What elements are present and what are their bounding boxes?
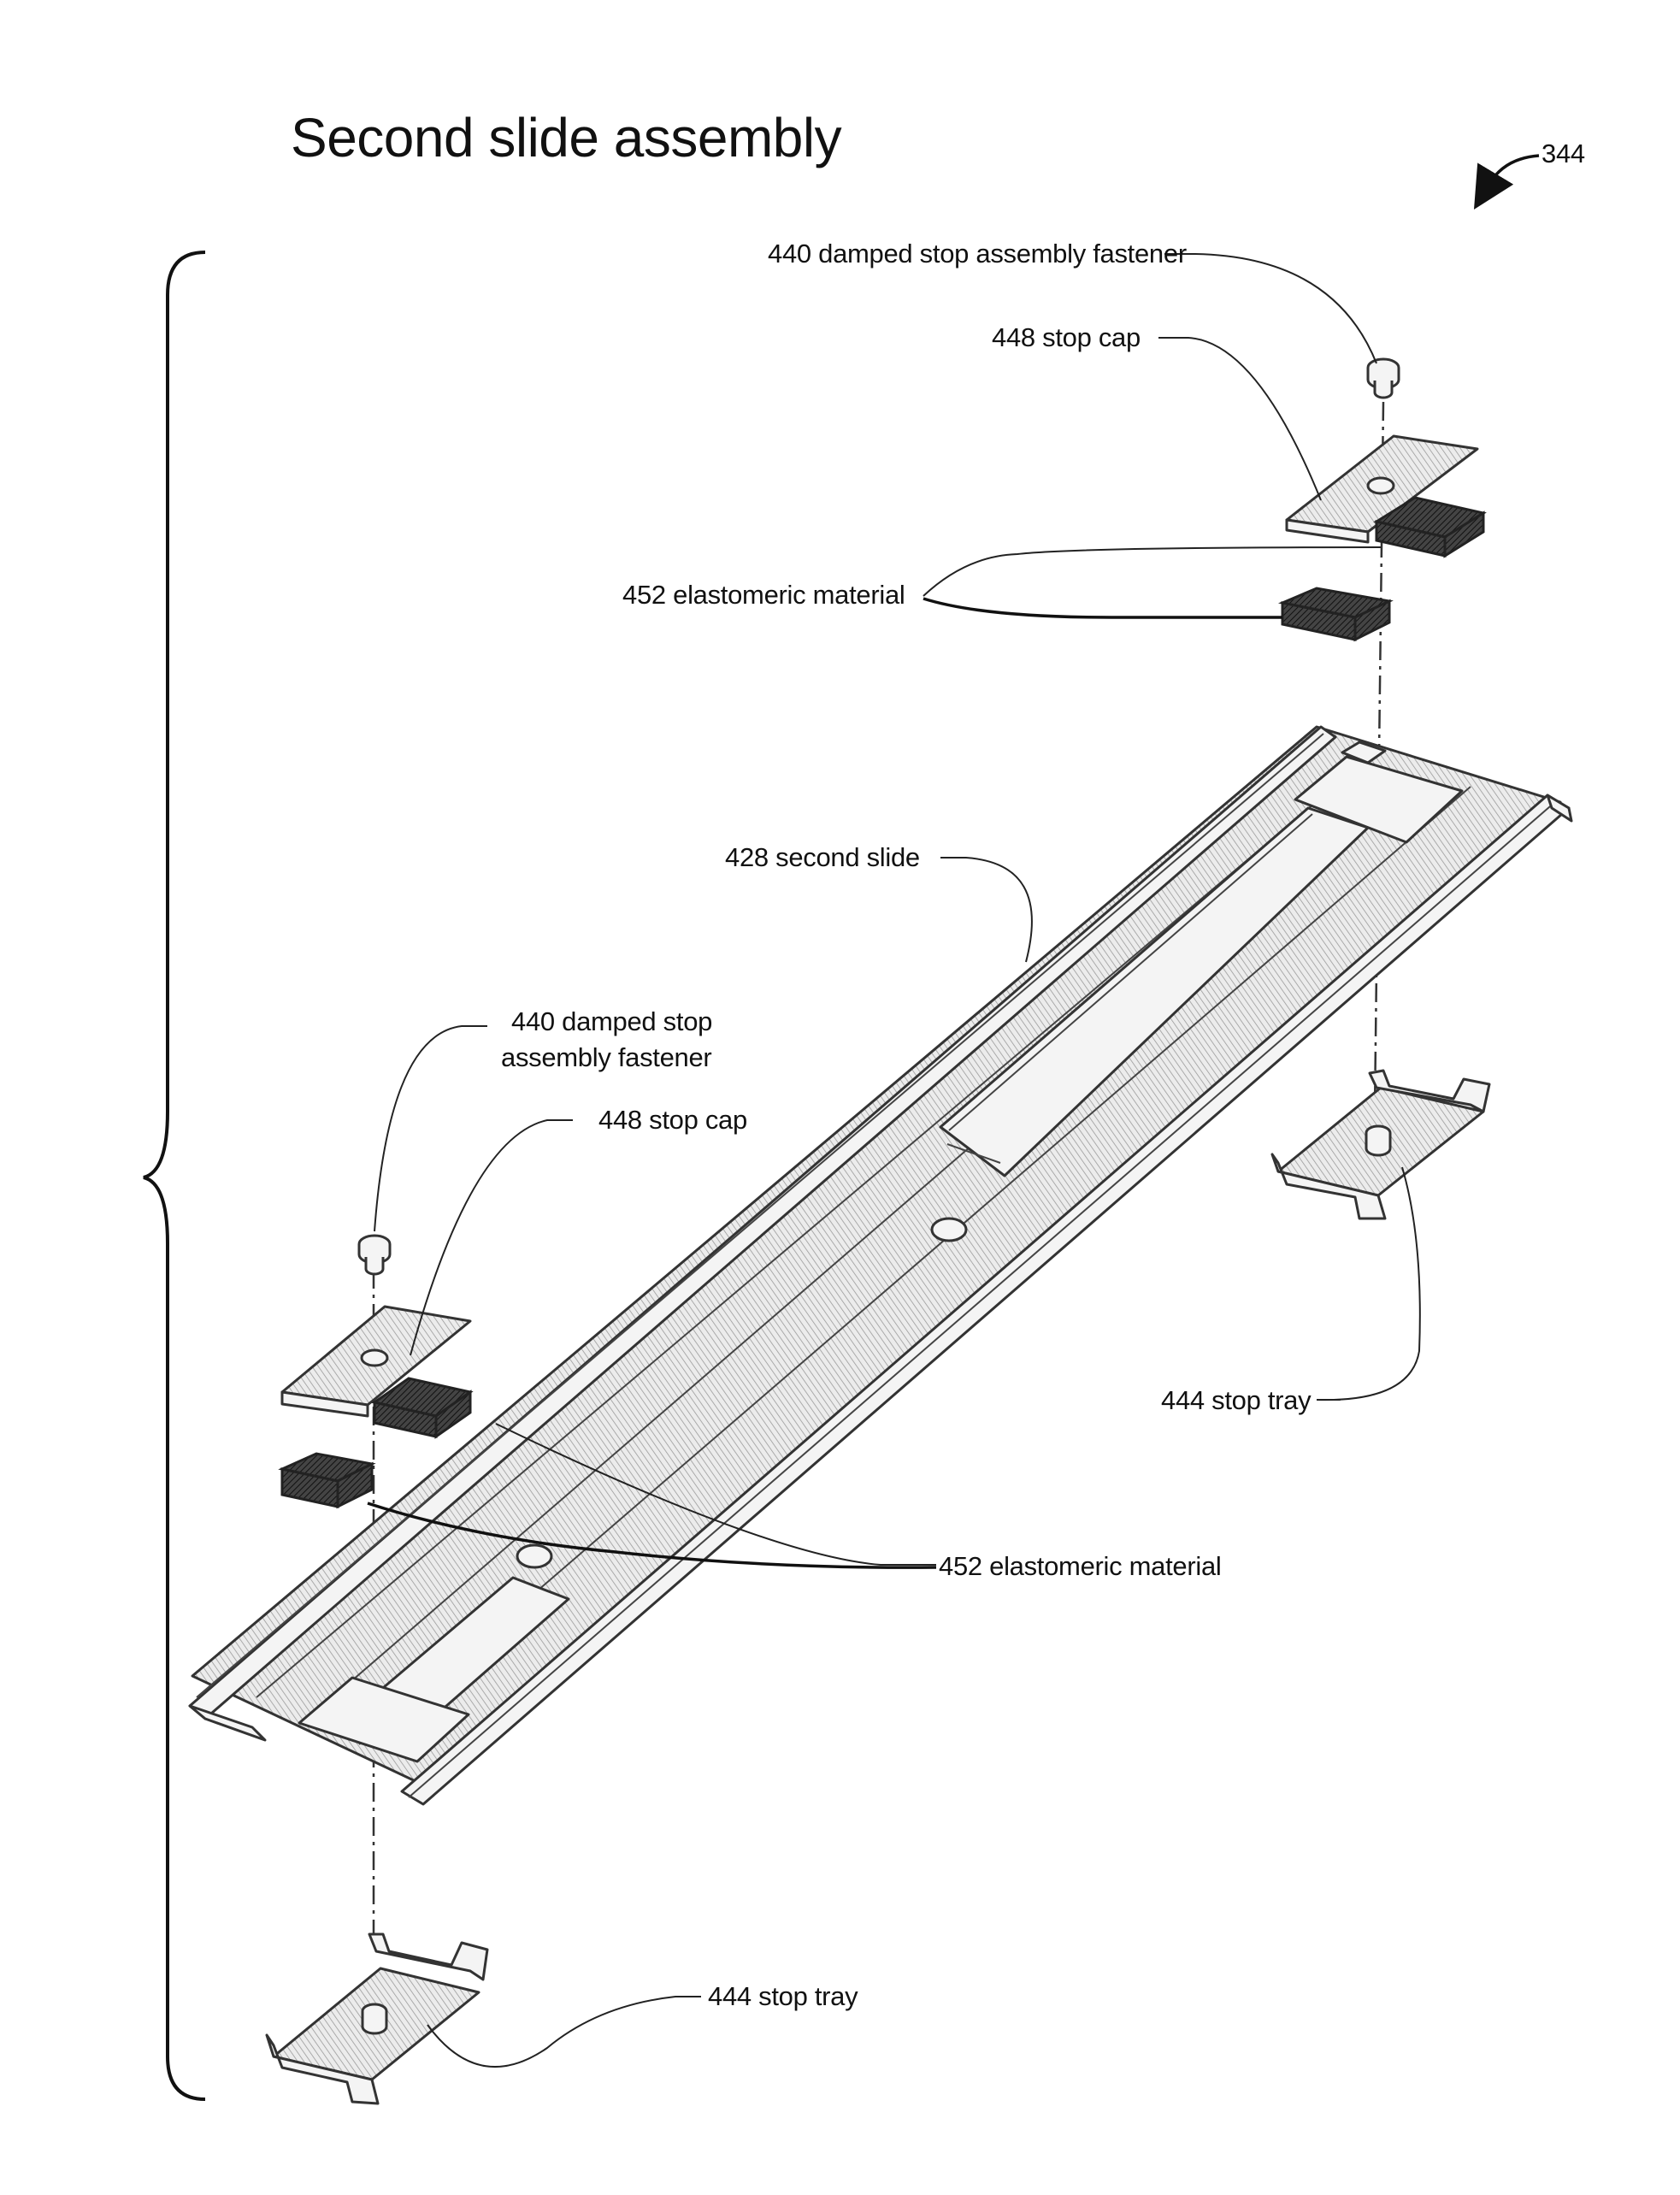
label-left-fastener-line1: 440 damped stop (511, 1006, 712, 1036)
second-slide-rail (190, 727, 1571, 1804)
label-left-fastener-line2: assembly fastener (501, 1042, 711, 1072)
leader-second-slide (940, 858, 1032, 962)
label-left-stop-cap: 448 stop cap (598, 1105, 747, 1135)
right-stop-tray (1272, 1071, 1489, 1218)
left-elastomeric-lower-block (282, 1454, 372, 1507)
label-top-fastener: 440 damped stop assembly fastener (768, 239, 1187, 268)
label-bottom-stop-tray: 444 stop tray (708, 1981, 858, 2011)
leader-bottom-stop-tray (427, 1997, 701, 2067)
left-damped-stop-fastener (359, 1236, 390, 1274)
label-second-slide: 428 second slide (725, 842, 920, 872)
leader-top-elastomeric-lower (923, 599, 1282, 617)
label-bottom-elastomeric: 452 elastomeric material (939, 1551, 1222, 1581)
label-top-elastomeric: 452 elastomeric material (622, 580, 905, 610)
label-right-stop-tray: 444 stop tray (1161, 1385, 1312, 1415)
assembly-brace (144, 252, 205, 2099)
bottom-stop-tray (267, 1934, 487, 2104)
top-elastomeric-lower-block (1282, 588, 1389, 640)
top-damped-stop-fastener (1368, 359, 1399, 398)
leader-left-fastener (374, 1026, 487, 1231)
leader-top-fastener (1164, 254, 1376, 363)
reference-arrow-344: 344 (1489, 139, 1585, 184)
figure-title: Second slide assembly (291, 107, 842, 168)
reference-numeral-344: 344 (1541, 139, 1585, 168)
leader-top-elastomeric-upper (923, 547, 1381, 596)
leader-top-stop-cap (1158, 338, 1321, 500)
label-top-stop-cap: 448 stop cap (992, 322, 1141, 352)
